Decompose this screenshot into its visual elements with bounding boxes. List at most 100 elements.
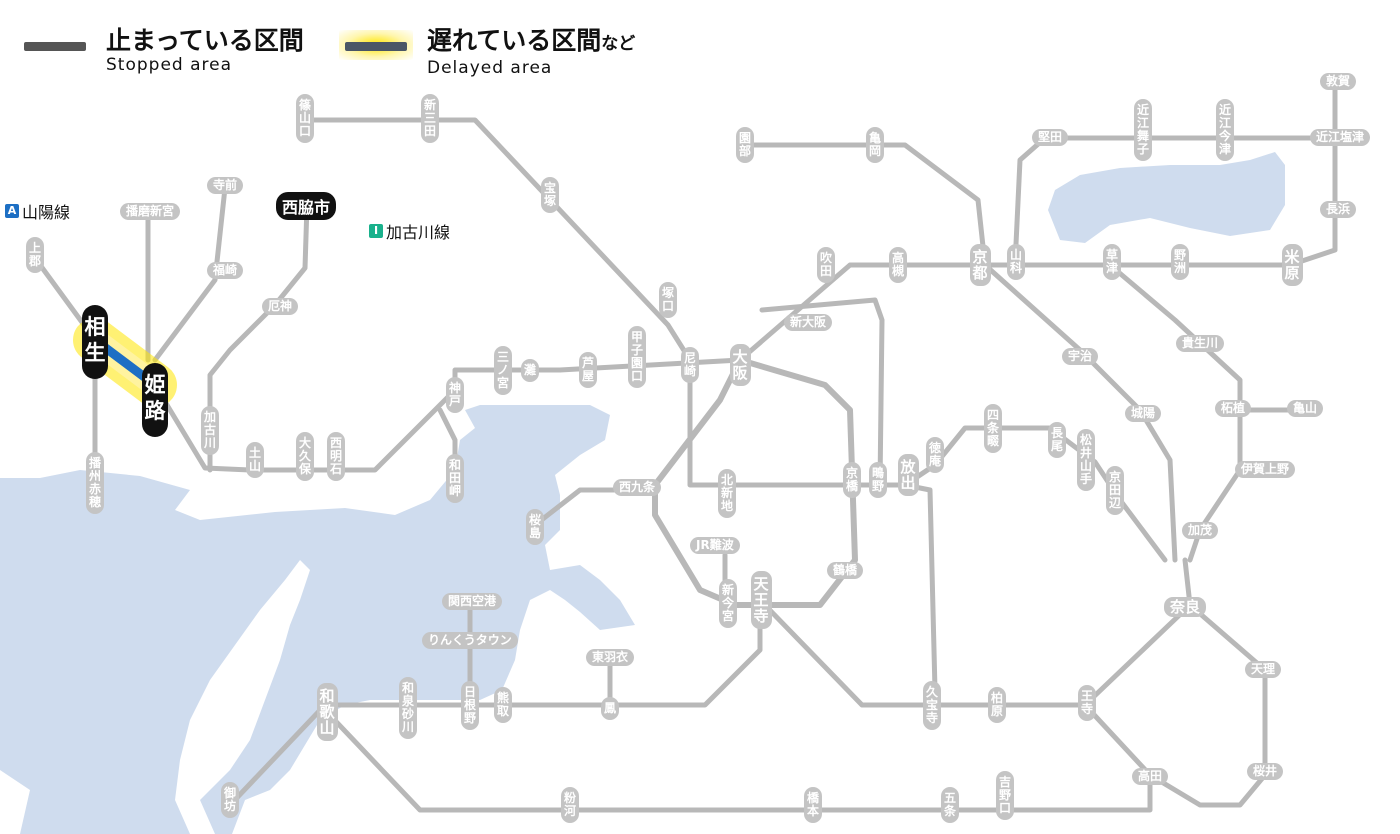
station-sakurai[interactable]: 桜井: [1247, 763, 1284, 780]
station-wakayama[interactable]: 和歌山: [316, 683, 338, 741]
station-sonobe[interactable]: 園部: [736, 127, 754, 163]
legend-stopped-swatch: [24, 42, 86, 51]
station-kakogawa[interactable]: 加古川: [201, 405, 219, 455]
station-nara[interactable]: 奈良: [1164, 596, 1207, 617]
station-highlight-himeji[interactable]: 姫路: [142, 363, 168, 437]
station-tokuan[interactable]: 徳庵: [926, 437, 944, 473]
kakogawa-line-track: [207, 202, 310, 473]
station-hineno[interactable]: 日根野: [461, 680, 479, 730]
station-tsuge[interactable]: 柘植: [1215, 400, 1252, 417]
station-tsuruhashi[interactable]: 鶴橋: [827, 562, 864, 579]
station-tsukaguchi[interactable]: 塚口: [659, 282, 677, 318]
station-oji[interactable]: 王寺: [1078, 685, 1096, 721]
station-shinsanda[interactable]: 新三田: [421, 93, 439, 143]
station-ashiya[interactable]: 芦屋: [579, 352, 597, 388]
station-sakurajima[interactable]: 桜島: [526, 509, 544, 545]
station-kameyama[interactable]: 亀山: [1287, 400, 1324, 417]
station-omimaiko[interactable]: 近江舞子: [1134, 99, 1152, 161]
station-kansaiairport[interactable]: 関西空港: [442, 593, 503, 610]
sanyo-line-tag[interactable]: A 山陽線: [5, 199, 70, 223]
station-hashimoto[interactable]: 橋本: [804, 787, 822, 823]
station-tenri[interactable]: 天理: [1245, 661, 1282, 678]
station-kyobashi[interactable]: 京橋: [843, 462, 861, 498]
station-kashiwara[interactable]: 柏原: [988, 687, 1006, 723]
station-kamigori[interactable]: 上郡: [26, 237, 44, 273]
station-wadamisaki[interactable]: 和田岬: [446, 453, 464, 503]
station-shinosaka[interactable]: 新大阪: [784, 314, 833, 331]
station-yoshinoguchi[interactable]: 吉野口: [996, 770, 1014, 820]
station-nagahama[interactable]: 長浜: [1320, 201, 1357, 218]
station-katata[interactable]: 堅田: [1032, 129, 1069, 146]
station-amagasaki[interactable]: 尼崎: [681, 347, 699, 383]
station-maibara[interactable]: 米原: [1281, 244, 1303, 286]
station-nagao[interactable]: 長尾: [1048, 422, 1066, 458]
station-yasu[interactable]: 野洲: [1171, 244, 1189, 280]
station-kamo[interactable]: 加茂: [1182, 522, 1219, 539]
station-kitashinchi[interactable]: 北新地: [718, 468, 736, 518]
station-omishiotsu[interactable]: 近江塩津: [1310, 129, 1371, 146]
station-shijonawate[interactable]: 四条畷: [984, 403, 1002, 453]
legend-stopped-ja: 止まっている区間: [106, 26, 304, 55]
legend-delayed: 遅れている区間など Delayed area: [339, 26, 636, 79]
station-jrnamba[interactable]: JR難波: [690, 537, 740, 554]
station-otori[interactable]: 鳳: [601, 696, 619, 720]
tokaido-line-track: [737, 79, 1338, 363]
station-takarazuka[interactable]: 宝塚: [541, 177, 559, 213]
station-highlight-aioi[interactable]: 相生: [82, 305, 108, 379]
station-kumatori[interactable]: 熊取: [494, 687, 512, 723]
station-rinkutown[interactable]: りんくうタウン: [422, 632, 518, 649]
lake-biwa-water: [1048, 152, 1285, 243]
wakayama-line-track: [322, 707, 1153, 813]
station-yamashina[interactable]: 山科: [1007, 244, 1025, 280]
station-harimashingu[interactable]: 播磨新宮: [120, 203, 181, 220]
station-banshuako[interactable]: 播州赤穂: [86, 452, 104, 514]
station-sannomiya[interactable]: 三ノ宮: [494, 345, 512, 395]
station-sasayamaguchi[interactable]: 篠山口: [296, 93, 314, 143]
station-matsuiyamate[interactable]: 松井山手: [1077, 429, 1095, 491]
station-kobe[interactable]: 神戸: [446, 377, 464, 413]
station-fukusaki[interactable]: 福崎: [207, 262, 244, 279]
station-nishikujo[interactable]: 西九条: [613, 479, 662, 496]
station-nada[interactable]: 灘: [521, 358, 539, 382]
station-osaka[interactable]: 大阪: [729, 344, 751, 386]
station-kyoto[interactable]: 京都: [969, 244, 991, 286]
station-omiimazu[interactable]: 近江今津: [1216, 99, 1234, 161]
station-uji[interactable]: 宇治: [1062, 348, 1099, 365]
kakogawa-line-tag[interactable]: I 加古川線: [369, 219, 450, 243]
station-tennoji[interactable]: 天王寺: [750, 571, 772, 629]
kakogawa-line-name: 加古川線: [386, 223, 451, 242]
city-label-nishiwaki: 西脇市: [276, 192, 337, 220]
station-takatsuki[interactable]: 高槻: [889, 247, 907, 283]
station-hanaten[interactable]: 放出: [897, 454, 919, 496]
station-kameoka[interactable]: 亀岡: [866, 127, 884, 163]
station-teramae[interactable]: 寺前: [207, 177, 244, 194]
station-tsuruga[interactable]: 敦賀: [1320, 73, 1357, 90]
sakurai-line-track: [1082, 602, 1268, 808]
legend-delayed-ja: 遅れている区間: [427, 26, 602, 55]
station-takada[interactable]: 高田: [1132, 768, 1169, 785]
station-okubo[interactable]: 大久保: [296, 431, 314, 481]
station-izumisunagawa[interactable]: 和泉砂川: [399, 677, 417, 739]
station-igaueno[interactable]: 伊賀上野: [1235, 461, 1296, 478]
station-gojo[interactable]: 五条: [941, 787, 959, 823]
station-gobo[interactable]: 御坊: [221, 782, 239, 818]
station-kokawa[interactable]: 粉河: [561, 787, 579, 823]
legend-delayed-swatch: [345, 42, 407, 51]
station-suita[interactable]: 吹田: [817, 247, 835, 283]
station-koshienguchi[interactable]: 甲子園口: [628, 326, 646, 388]
station-higashihagoromo[interactable]: 東羽衣: [586, 649, 635, 666]
station-tsuchiyama[interactable]: 土山: [246, 442, 264, 478]
kakogawa-line-badge: I: [369, 224, 383, 238]
station-nishiakashi[interactable]: 西明石: [327, 431, 345, 481]
station-kusatsu[interactable]: 草津: [1103, 244, 1121, 280]
legend-delayed-en: Delayed area: [427, 58, 553, 78]
station-kyotanabe[interactable]: 京田辺: [1106, 465, 1124, 515]
station-joyo[interactable]: 城陽: [1125, 405, 1162, 422]
station-yakujin[interactable]: 厄神: [262, 298, 299, 315]
station-shigino[interactable]: 鴫野: [869, 462, 887, 498]
station-shinimamiya[interactable]: 新今宮: [719, 578, 737, 628]
station-kyuhoji[interactable]: 久宝寺: [923, 680, 941, 730]
station-kibukawa[interactable]: 貴生川: [1176, 335, 1225, 352]
legend-delayed-suffix: など: [601, 34, 636, 54]
